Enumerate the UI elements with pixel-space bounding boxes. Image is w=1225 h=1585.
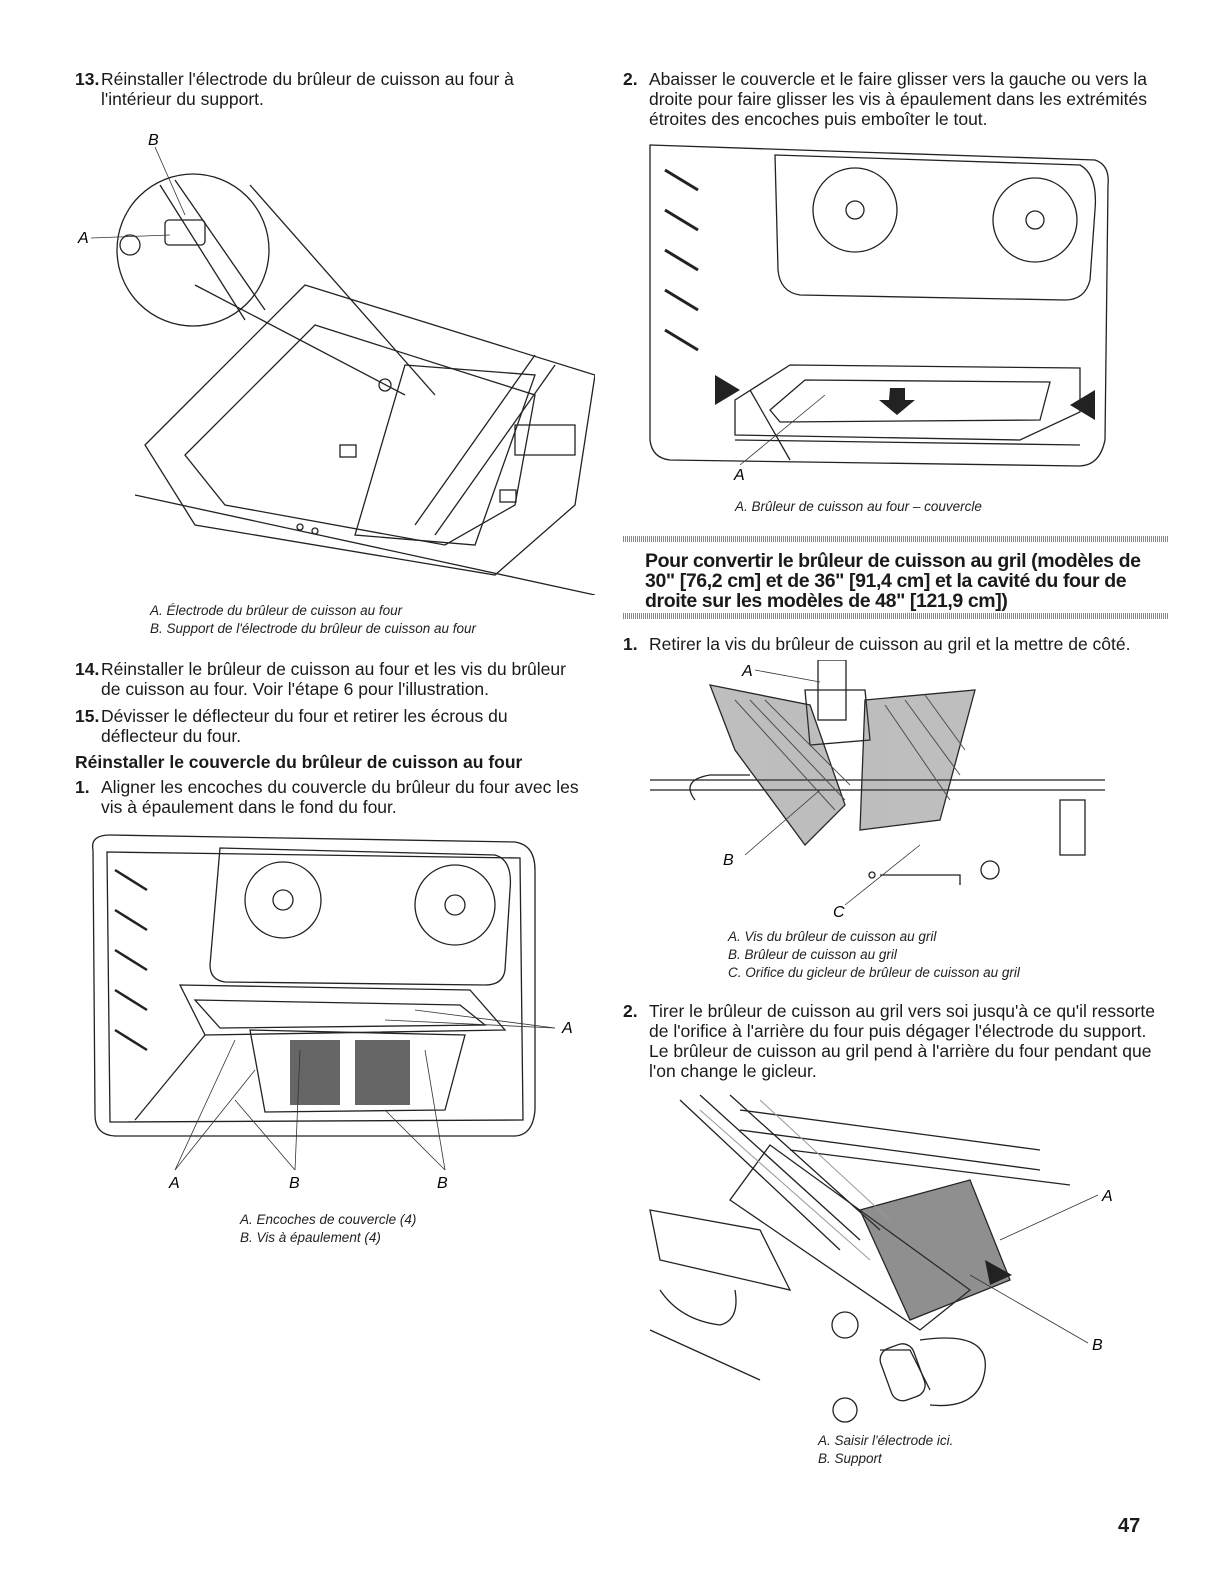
label-b1: B (289, 1175, 300, 1192)
step-text: Tirer le brûleur de cuisson au gril vers… (649, 1001, 1155, 1081)
step-1-left: 1. Aligner les encoches du couvercle du … (75, 777, 590, 817)
label-a-bottom: A (168, 1175, 180, 1192)
label-a: A (77, 230, 89, 247)
caption-line: A. Saisir l'électrode ici. (818, 1433, 954, 1448)
page-number: 47 (1118, 1515, 1141, 1537)
heading-rule-bottom (623, 613, 1168, 619)
figure-cover-notches: A A B B (85, 830, 585, 1200)
step-number: 14. (75, 659, 100, 679)
figure-electrode-support-caption: A. Saisir l'électrode ici. B. Support (818, 1432, 1068, 1468)
step-number: 15. (75, 706, 100, 726)
step-text: Réinstaller l'électrode du brûleur de cu… (101, 69, 514, 109)
label-a-right: A (561, 1020, 573, 1037)
caption-line: A. Électrode du brûleur de cuisson au fo… (150, 603, 403, 618)
oven-cover-illustration: A A B B (91, 834, 573, 1192)
figure-cover-slide-caption: A. Brûleur de cuisson au four – couvercl… (735, 499, 982, 514)
broil-burner-illustration: A B C (650, 660, 1105, 921)
step-2-right: 2. Abaisser le couvercle et le faire gli… (623, 69, 1148, 129)
step-number: 2. (623, 1001, 638, 1021)
step-number: 1. (75, 777, 90, 797)
figure-broil-burner-caption: A. Vis du brûleur de cuisson au gril B. … (728, 928, 1128, 982)
label-b: B (148, 132, 159, 149)
step-15: 15. Dévisser le déflecteur du four et re… (75, 706, 585, 746)
caption-line: B. Brûleur de cuisson au gril (728, 947, 897, 962)
electrode-illustration: B A (77, 132, 595, 595)
step-1-right: 1. Retirer la vis du brûleur de cuisson … (623, 634, 1168, 654)
figure-electrode-support: A B (640, 1090, 1130, 1425)
oven-cover-slide-illustration: A (649, 144, 1109, 484)
figure-electrode-caption: A. Électrode du brûleur de cuisson au fo… (150, 602, 570, 638)
figure-cover-slide: A (640, 140, 1115, 485)
caption-line: C. Orifice du gicleur de brûleur de cuis… (728, 965, 1020, 980)
subheading: Réinstaller le couvercle du brûleur de c… (75, 752, 523, 772)
label-a: A (741, 663, 753, 680)
step-13: 13. Réinstaller l'électrode du brûleur d… (75, 69, 575, 109)
figure-cover-caption: A. Encoches de couvercle (4) B. Vis à ép… (240, 1211, 560, 1247)
figure-electrode: B A (75, 125, 595, 595)
label-a: A (733, 467, 745, 484)
step-number: 13. (75, 69, 100, 89)
caption-line: A. Encoches de couvercle (4) (240, 1212, 417, 1227)
heading-rule-top (623, 536, 1168, 542)
label-b: B (1092, 1337, 1103, 1354)
caption-line: B. Vis à épaulement (4) (240, 1230, 381, 1245)
label-b2: B (437, 1175, 448, 1192)
step-text: Retirer la vis du brûleur de cuisson au … (649, 634, 1131, 654)
caption-line: A. Vis du brûleur de cuisson au gril (728, 929, 937, 944)
step-text: Dévisser le déflecteur du four et retire… (101, 706, 508, 746)
figure-broil-burner: A B C (650, 660, 1120, 925)
step-number: 2. (623, 69, 638, 89)
label-b: B (723, 852, 734, 869)
label-c: C (833, 904, 845, 921)
electrode-support-illustration: A B (649, 1094, 1113, 1423)
step-text: Réinstaller le brûleur de cuisson au fou… (101, 659, 566, 699)
step-text: Abaisser le couvercle et le faire glisse… (649, 69, 1148, 129)
section-heading: Pour convertir le brûleur de cuisson au … (645, 550, 1141, 612)
caption-line: B. Support de l'électrode du brûleur de … (150, 621, 477, 636)
label-a: A (1101, 1188, 1113, 1205)
caption-line: B. Support (818, 1451, 882, 1466)
step-text: Aligner les encoches du couvercle du brû… (101, 777, 579, 817)
step-2b-right: 2. Tirer le brûleur de cuisson au gril v… (623, 1001, 1163, 1081)
step-14: 14. Réinstaller le brûleur de cuisson au… (75, 659, 585, 699)
step-number: 1. (623, 634, 638, 654)
